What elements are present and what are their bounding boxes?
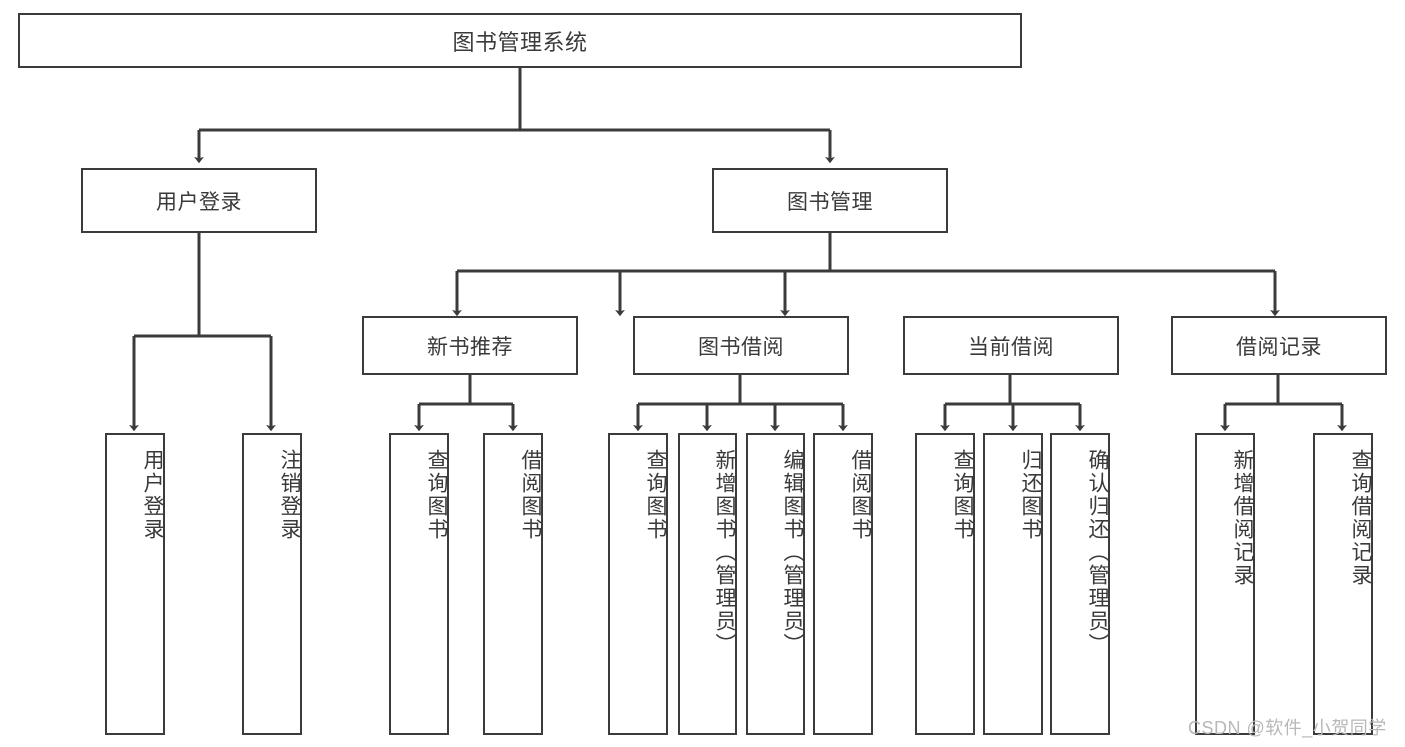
- leaf-query-book-recommend-label: 查询图书: [425, 449, 448, 541]
- leaf-return-book[interactable]: 归还图书: [983, 433, 1043, 735]
- leaf-query-borrow-record[interactable]: 查询借阅记录: [1313, 433, 1373, 735]
- leaf-query-book-current[interactable]: 查询图书: [915, 433, 975, 735]
- leaf-logout-label: 注销登录: [278, 449, 301, 541]
- node-user-login[interactable]: 用户登录: [81, 168, 317, 233]
- leaf-add-borrow-record-label: 新增借阅记录: [1231, 449, 1254, 587]
- leaf-query-book-recommend[interactable]: 查询图书: [389, 433, 449, 735]
- node-current-borrow-label: 当前借阅: [968, 335, 1054, 359]
- leaf-borrow-book[interactable]: 借阅图书: [813, 433, 873, 735]
- leaf-add-book-admin-label: 新增图书（管理员）: [713, 449, 736, 656]
- node-new-book-recommend-label: 新书推荐: [427, 335, 513, 359]
- node-new-book-recommend[interactable]: 新书推荐: [362, 316, 578, 375]
- node-book-management-label: 图书管理: [787, 190, 873, 214]
- node-root-label: 图书管理系统: [452, 29, 588, 55]
- node-borrow-record[interactable]: 借阅记录: [1171, 316, 1387, 375]
- leaf-add-book-admin[interactable]: 新增图书（管理员）: [678, 433, 737, 735]
- node-borrow-record-label: 借阅记录: [1236, 335, 1322, 359]
- node-book-borrow[interactable]: 图书借阅: [633, 316, 849, 375]
- leaf-add-borrow-record[interactable]: 新增借阅记录: [1195, 433, 1255, 735]
- leaf-return-book-label: 归还图书: [1019, 449, 1042, 541]
- node-root[interactable]: 图书管理系统: [18, 13, 1022, 68]
- leaf-borrow-book-recommend[interactable]: 借阅图书: [483, 433, 543, 735]
- leaf-edit-book-admin[interactable]: 编辑图书（管理员）: [746, 433, 805, 735]
- leaf-query-book-borrow-label: 查询图书: [644, 449, 667, 541]
- csdn-watermark: CSDN @软件_小贺同学: [1188, 718, 1387, 738]
- node-book-management[interactable]: 图书管理: [712, 168, 948, 233]
- leaf-user-login[interactable]: 用户登录: [105, 433, 165, 735]
- node-user-login-label: 用户登录: [156, 190, 242, 214]
- leaf-borrow-book-label: 借阅图书: [849, 449, 872, 541]
- leaf-query-book-borrow[interactable]: 查询图书: [608, 433, 668, 735]
- leaf-query-borrow-record-label: 查询借阅记录: [1349, 449, 1372, 587]
- leaf-borrow-book-recommend-label: 借阅图书: [519, 449, 542, 541]
- leaf-user-login-label: 用户登录: [141, 449, 164, 541]
- leaf-query-book-current-label: 查询图书: [951, 449, 974, 541]
- leaf-edit-book-admin-label: 编辑图书（管理员）: [781, 449, 804, 656]
- node-book-borrow-label: 图书借阅: [698, 335, 784, 359]
- leaf-confirm-return-admin-label: 确认归还（管理员）: [1086, 449, 1109, 656]
- leaf-logout[interactable]: 注销登录: [242, 433, 302, 735]
- node-current-borrow[interactable]: 当前借阅: [903, 316, 1119, 375]
- leaf-confirm-return-admin[interactable]: 确认归还（管理员）: [1050, 433, 1110, 735]
